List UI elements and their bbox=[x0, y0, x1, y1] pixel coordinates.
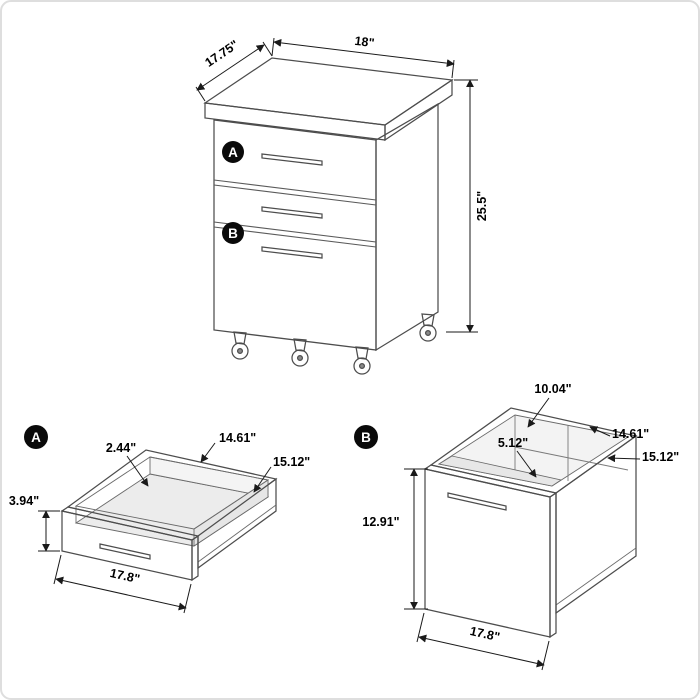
cabinet-height-dim-label: 25.5" bbox=[475, 191, 489, 221]
drawer-b-inner-width-dim-label: 14.61" bbox=[612, 427, 649, 441]
drawer-b-badge: B bbox=[354, 425, 378, 449]
drawer-b-height-dimension: 12.91" bbox=[362, 468, 428, 610]
casters bbox=[231, 313, 437, 375]
drawer-b-width-dim-label: 17.8" bbox=[469, 624, 502, 644]
cabinet-width-dimension: 18" bbox=[271, 34, 455, 79]
drawer-a-height-dim-label: 3.94" bbox=[9, 494, 39, 508]
drawer-a-front-panel bbox=[61, 510, 193, 581]
drawer-a-figure: A 3.94" 2.44" 14.61" 1 bbox=[9, 425, 310, 614]
drawer-b-floor bbox=[437, 455, 563, 487]
cabinet-badge-b: B bbox=[222, 222, 244, 244]
drawer-a-width-dimension: 17.8" bbox=[53, 554, 192, 614]
drawer-a-inner-depth-dimension: 15.12" bbox=[253, 455, 310, 493]
drawer-b-bottom-seam bbox=[555, 547, 637, 606]
drawer-a-inner-rim bbox=[74, 456, 270, 530]
drawer-a-width-dim-label: 17.8" bbox=[109, 566, 142, 586]
cabinet-badge-a-label: A bbox=[228, 145, 238, 160]
drawer3-handle bbox=[261, 246, 323, 259]
drawer-a-badge: A bbox=[24, 425, 48, 449]
drawer-a-inner-depth-dim-label: 15.12" bbox=[273, 455, 310, 469]
drawer-a-bottom-seam bbox=[197, 504, 277, 563]
drawer-b-front-panel bbox=[424, 468, 551, 638]
cabinet-badge-b-label: B bbox=[228, 226, 238, 241]
drawer-b-inner-height-dim-label: 5.12" bbox=[498, 436, 528, 450]
drawer-b-back-height-dimension: 10.04" bbox=[527, 382, 572, 428]
drawer-a-inner-width-dim-label: 14.61" bbox=[219, 431, 256, 445]
drawer-b-back-height-dim-label: 10.04" bbox=[534, 382, 571, 396]
drawer-a-handle bbox=[99, 543, 151, 560]
drawer-a-clearance-dimension: 2.44" bbox=[106, 441, 149, 487]
cabinet-height-dimension: 25.5" bbox=[446, 79, 489, 333]
drawer-b-inner-depth-dim-label: 15.12" bbox=[642, 450, 679, 464]
drawer-b-figure: B 10.04" 5.12" 14.61" bbox=[354, 382, 679, 671]
drawer1-handle bbox=[261, 153, 323, 166]
cabinet-badge-a: A bbox=[222, 141, 244, 163]
drawer-b-width-dimension: 17.8" bbox=[416, 612, 550, 671]
drawer-a-badge-label: A bbox=[31, 430, 41, 445]
cabinet-front-face bbox=[213, 119, 377, 351]
drawer-gap-lines bbox=[213, 179, 377, 248]
drawer-a-clearance-dim-label: 2.44" bbox=[106, 441, 136, 455]
drawer-b-inner-height-dimension: 5.12" bbox=[498, 436, 537, 478]
drawer-b-inner-width-dimension: 14.61" bbox=[589, 426, 649, 441]
drawer-a-height-dimension: 3.94" bbox=[9, 494, 60, 552]
drawer-b-badge-label: B bbox=[361, 430, 371, 445]
drawer-b-inner-depth-dimension: 15.12" bbox=[607, 450, 679, 464]
drawer2-handle bbox=[261, 206, 323, 219]
drawer-b-handle bbox=[447, 492, 507, 511]
drawer-b-height-dim-label: 12.91" bbox=[362, 515, 399, 529]
drawer-a-inner-width-dimension: 14.61" bbox=[200, 431, 256, 463]
cabinet-width-dim-label: 18" bbox=[354, 34, 375, 50]
drawer-b-inner-seams bbox=[514, 415, 629, 481]
